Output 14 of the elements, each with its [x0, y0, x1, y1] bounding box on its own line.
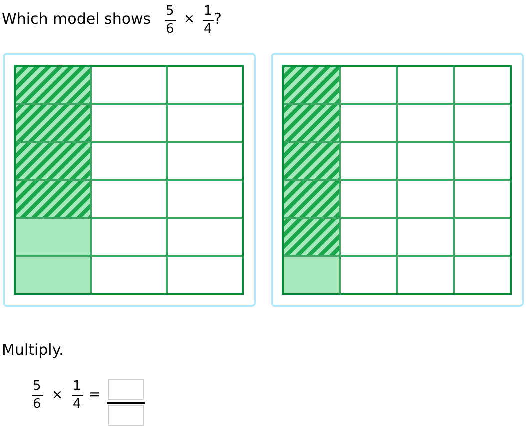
denominator: 4: [73, 398, 82, 411]
equals-sign: =: [89, 388, 101, 402]
times-sign: ×: [184, 13, 195, 26]
times-sign: ×: [52, 389, 63, 402]
question-text: Which model shows: [2, 12, 152, 27]
numerator: 1: [204, 5, 212, 18]
numerator: 5: [166, 5, 174, 18]
denominator: 6: [166, 23, 174, 36]
instruction-text: Multiply.: [2, 343, 64, 358]
denominator: 6: [33, 398, 42, 411]
numerator: 1: [73, 380, 82, 393]
numerator: 5: [33, 380, 42, 393]
question-mark: ?: [214, 12, 222, 27]
denominator: 4: [204, 23, 212, 36]
